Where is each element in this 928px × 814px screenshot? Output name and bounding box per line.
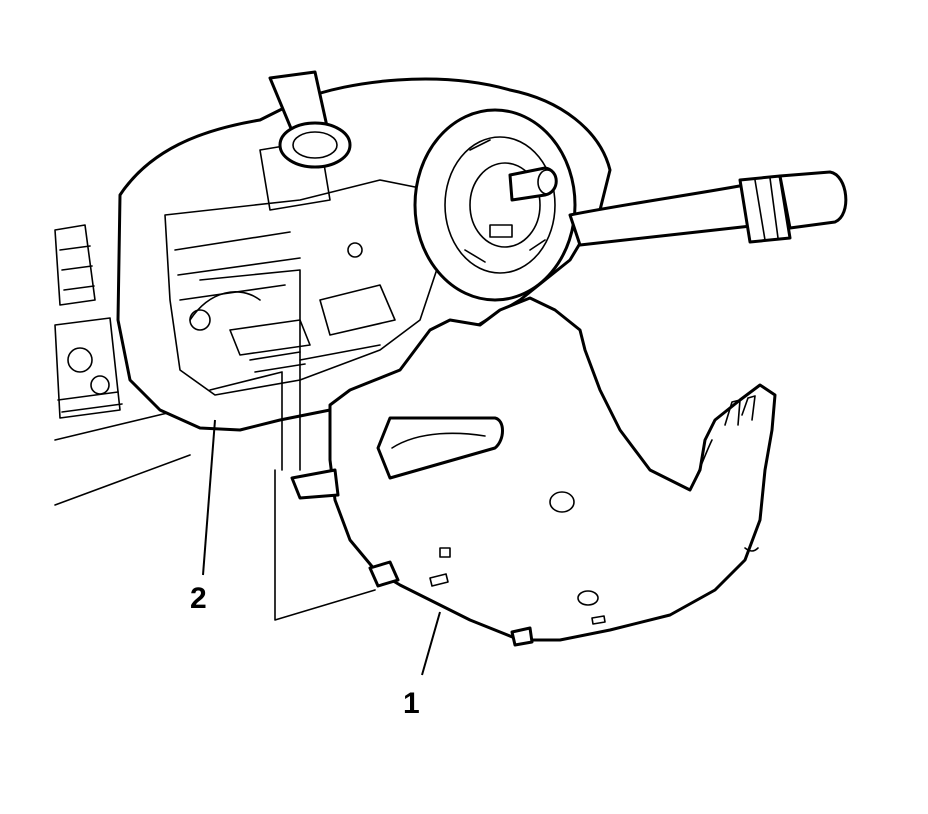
hidden-edge-outline	[199, 269, 381, 621]
callout-2: 2	[190, 582, 207, 615]
lower-steering-column-cover	[290, 296, 777, 647]
leader-line-1	[421, 611, 441, 676]
dashboard-background-detail	[54, 224, 191, 506]
multifunction-lever	[568, 170, 848, 247]
leader-lines	[202, 419, 441, 676]
steering-shaft	[268, 70, 352, 169]
callout-1: 1	[403, 687, 420, 720]
leader-line-2	[202, 419, 216, 576]
clock-spring-assembly	[413, 108, 577, 302]
